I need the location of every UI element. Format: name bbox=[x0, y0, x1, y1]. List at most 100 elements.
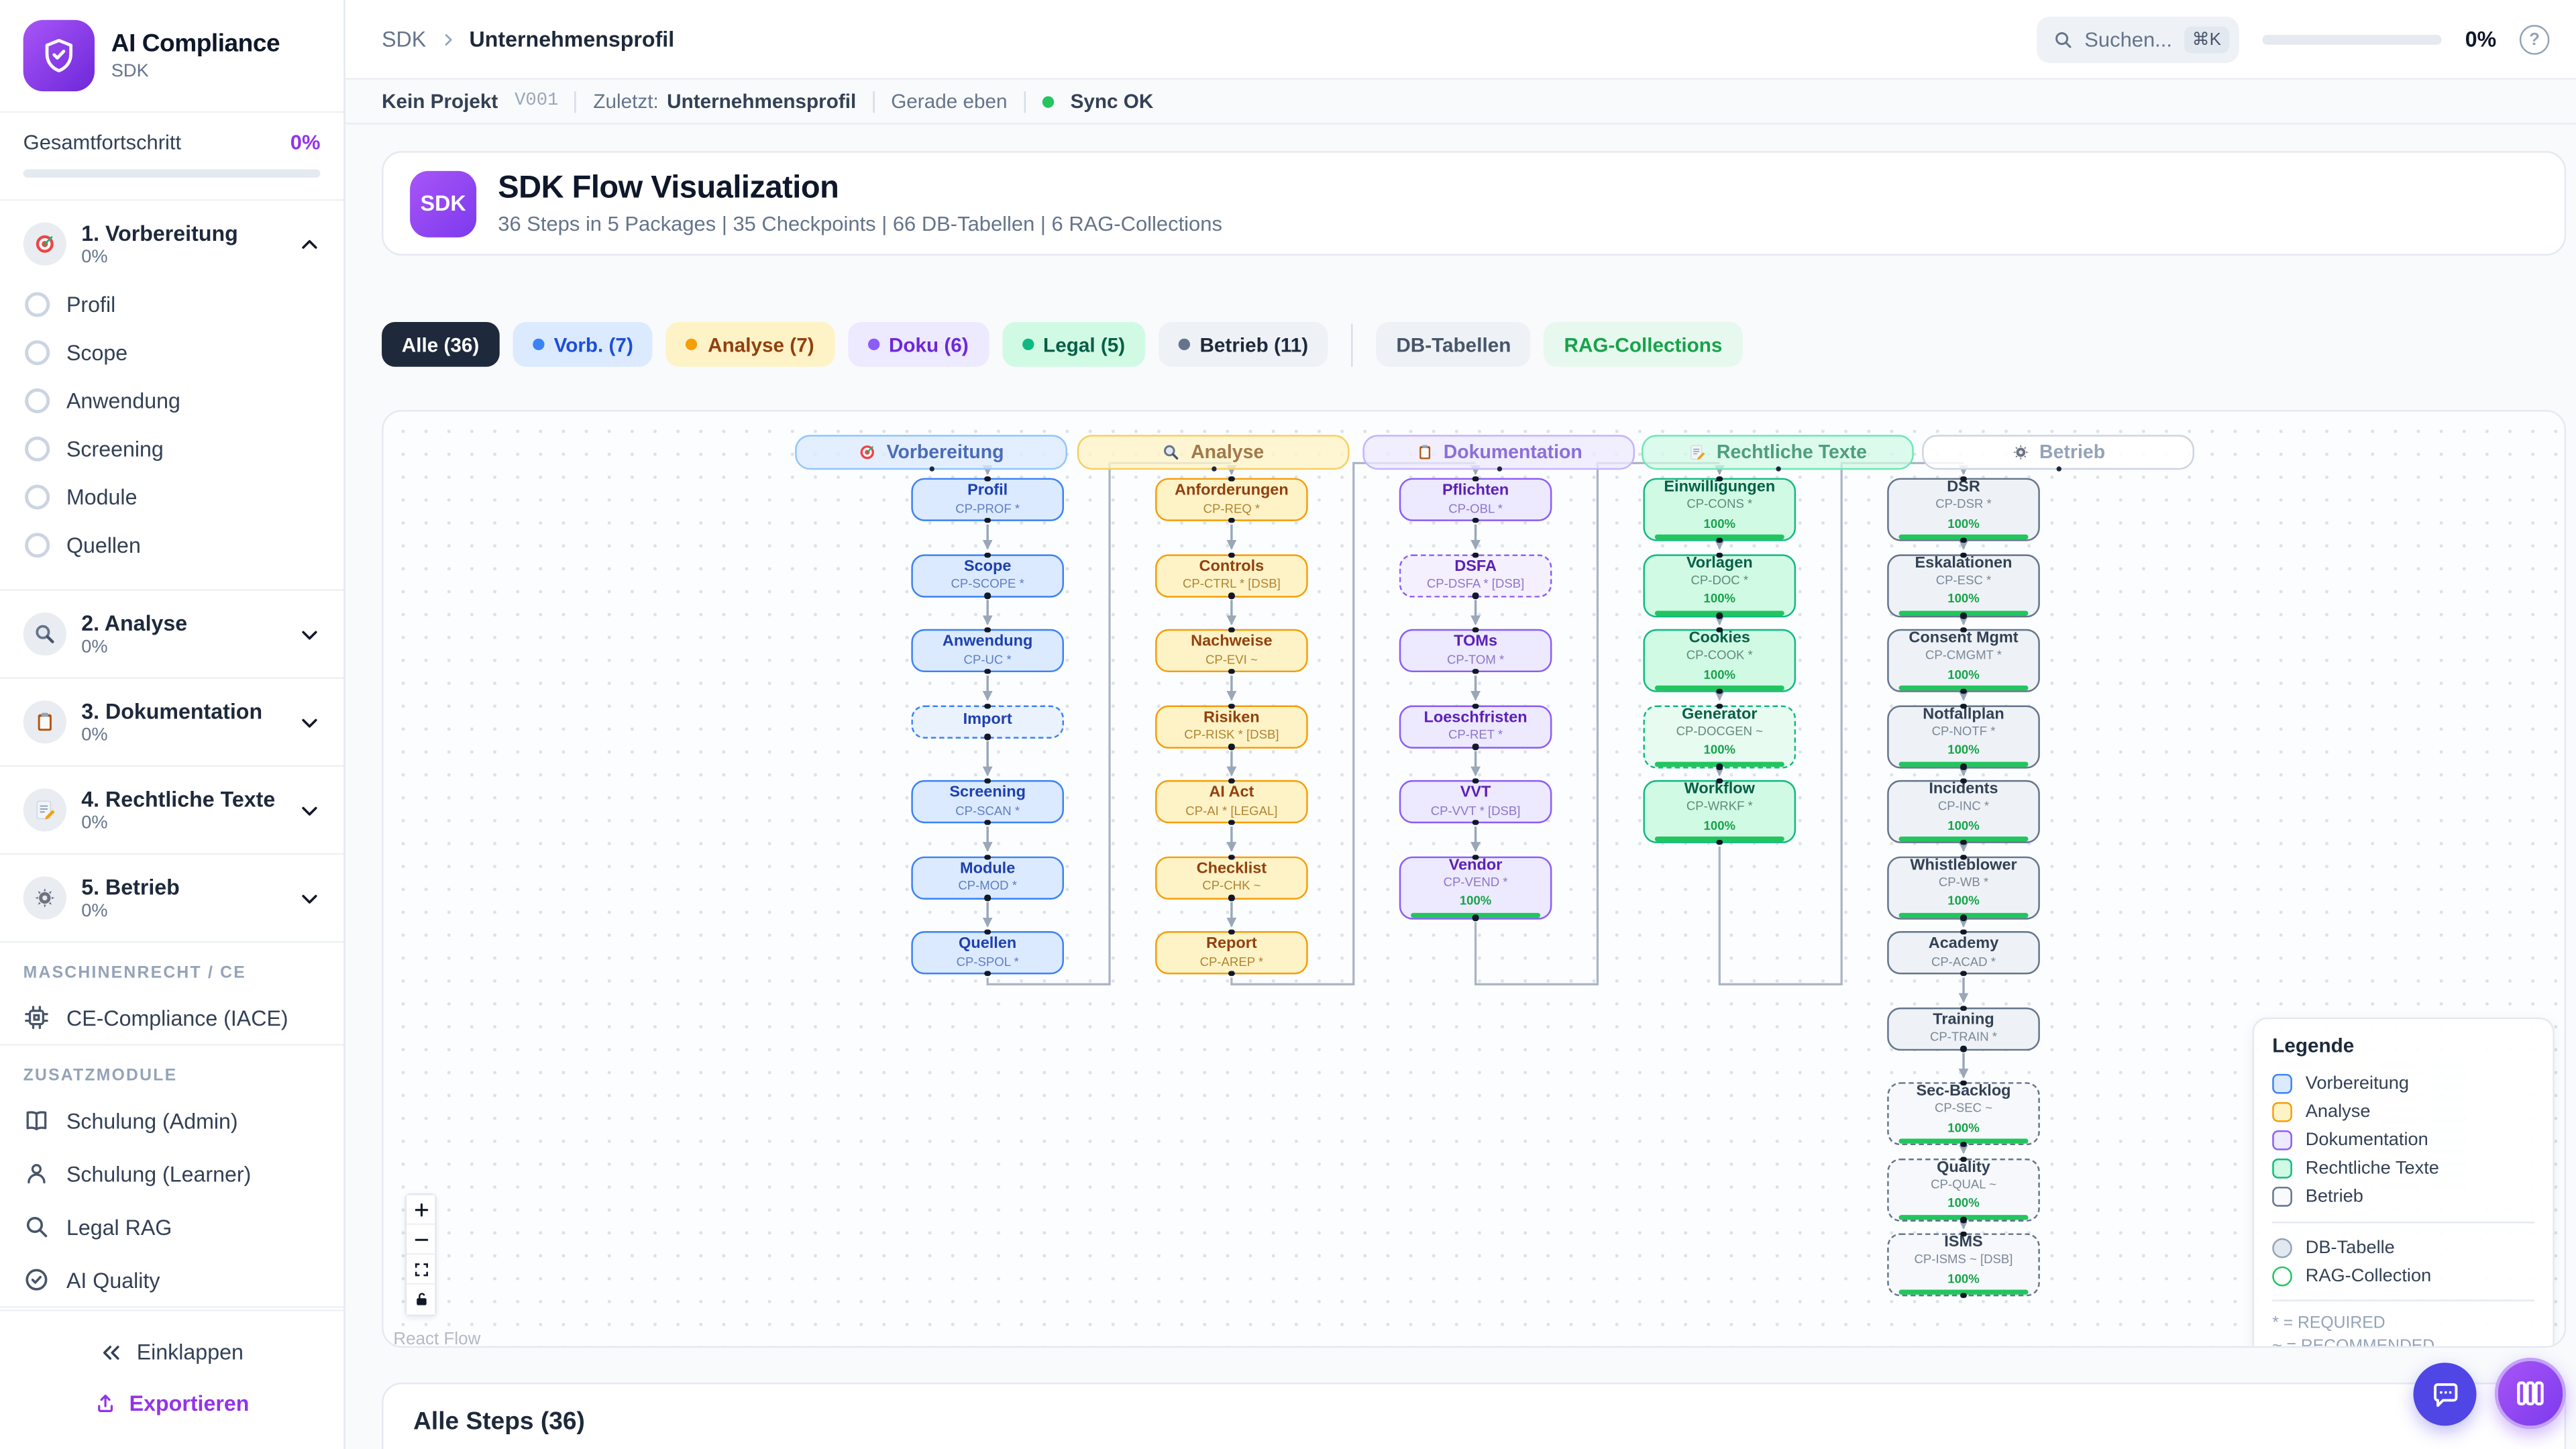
package-header-betrieb[interactable]: Betrieb bbox=[1922, 435, 2194, 472]
sidebar-item-anwendung[interactable]: Anwendung bbox=[0, 377, 343, 425]
phase-toggle[interactable]: 2. Analyse 0% bbox=[0, 601, 343, 667]
package-header-dokumentation[interactable]: Dokumentation bbox=[1362, 435, 1635, 472]
sidebar-item-module[interactable]: Module bbox=[0, 473, 343, 521]
search-input[interactable]: Suchen... ⌘K bbox=[2036, 15, 2240, 62]
lock-button[interactable] bbox=[407, 1285, 435, 1315]
sidebar-item-label: Scope bbox=[66, 340, 128, 366]
package-header-analyse[interactable]: Analyse bbox=[1077, 435, 1350, 472]
phase-toggle[interactable]: 4. Rechtliche Texte 0% bbox=[0, 777, 343, 843]
legend-label: DB-Tabelle bbox=[2305, 1237, 2395, 1258]
filter-chip-analyse-7-[interactable]: Analyse (7) bbox=[666, 321, 835, 367]
sidebar-item-schulung-admin-[interactable]: Schulung (Admin) bbox=[0, 1094, 343, 1147]
node-code: CP-CMGMT * bbox=[1925, 648, 2002, 663]
filter-chip-vorb-7-[interactable]: Vorb. (7) bbox=[512, 321, 653, 367]
zoom-out-button[interactable] bbox=[407, 1224, 435, 1255]
phase-toggle[interactable]: 5. Betrieb 0% bbox=[0, 865, 343, 931]
sidebar-item-label: Schulung (Learner) bbox=[66, 1161, 252, 1186]
export-button[interactable]: Exportieren bbox=[0, 1378, 343, 1430]
target-icon bbox=[23, 222, 66, 266]
fit-view-button[interactable] bbox=[407, 1254, 435, 1285]
zoom-in-button[interactable] bbox=[407, 1195, 435, 1225]
header-progress-bar bbox=[2262, 34, 2443, 44]
filter-chip-legal-5-[interactable]: Legal (5) bbox=[1002, 321, 1145, 367]
collapse-sidebar-button[interactable]: Einklappen bbox=[0, 1326, 343, 1378]
node-title: Report bbox=[1205, 934, 1257, 953]
phase-toggle[interactable]: 3. Dokumentation 0% bbox=[0, 689, 343, 755]
legend-label: Betrieb bbox=[2305, 1187, 2363, 1208]
sidebar-item-quellen[interactable]: Quellen bbox=[0, 521, 343, 570]
react-flow-attribution[interactable]: React Flow bbox=[393, 1329, 481, 1348]
divider bbox=[872, 90, 875, 113]
legend-swatch-icon bbox=[2272, 1102, 2292, 1122]
chevron-right-icon bbox=[439, 31, 456, 48]
sidebar-item-screening[interactable]: Screening bbox=[0, 425, 343, 473]
phase-title: 3. Dokumentation bbox=[81, 698, 263, 724]
filter-chip-doku-6-[interactable]: Doku (6) bbox=[847, 321, 989, 367]
sidebar-item-schulung-learner-[interactable]: Schulung (Learner) bbox=[0, 1147, 343, 1200]
sidebar-item-profil[interactable]: Profil bbox=[0, 280, 343, 329]
phase-toggle[interactable]: 1. Vorbereitung 0% bbox=[0, 211, 343, 277]
sidebar-item-legal-rag[interactable]: Legal RAG bbox=[0, 1200, 343, 1253]
filter-chip-rag-collections[interactable]: RAG-Collections bbox=[1544, 321, 1743, 367]
columns-fab-button[interactable] bbox=[2494, 1357, 2567, 1430]
node-code: CP-REQ * bbox=[1203, 500, 1260, 516]
filter-chip-betrieb-11-[interactable]: Betrieb (11) bbox=[1158, 321, 1328, 367]
package-header-rechtliche-texte[interactable]: Rechtliche Texte bbox=[1642, 435, 1914, 472]
node-title: Workflow bbox=[1684, 780, 1755, 799]
app-title: AI Compliance bbox=[111, 30, 280, 58]
memo-icon bbox=[23, 788, 66, 832]
help-button[interactable]: ? bbox=[2519, 23, 2550, 54]
node-title: Generator bbox=[1682, 704, 1758, 723]
filter-chip-alle-36-[interactable]: Alle (36) bbox=[382, 321, 499, 367]
chat-fab-button[interactable] bbox=[2413, 1362, 2477, 1426]
node-progress-value: 100% bbox=[1703, 591, 1736, 606]
filter-chip-db-tabellen[interactable]: DB-Tabellen bbox=[1376, 321, 1532, 367]
sidebar-item-ai-quality[interactable]: AI Quality bbox=[0, 1253, 343, 1306]
export-label: Exportieren bbox=[129, 1391, 250, 1416]
node-title: Cookies bbox=[1688, 629, 1751, 647]
flow-node-import[interactable]: Import bbox=[911, 702, 1064, 740]
node-title: ISMS bbox=[1944, 1233, 1983, 1252]
package-header-vorbereitung[interactable]: Vorbereitung bbox=[795, 435, 1067, 472]
breadcrumb-root[interactable]: SDK bbox=[382, 26, 427, 52]
sidebar-item-scope[interactable]: Scope bbox=[0, 329, 343, 377]
sidebar-item-ce-compliance-iace-[interactable]: CE-Compliance (IACE) bbox=[0, 991, 343, 1044]
node-code: CP-NOTF * bbox=[1931, 723, 1996, 739]
